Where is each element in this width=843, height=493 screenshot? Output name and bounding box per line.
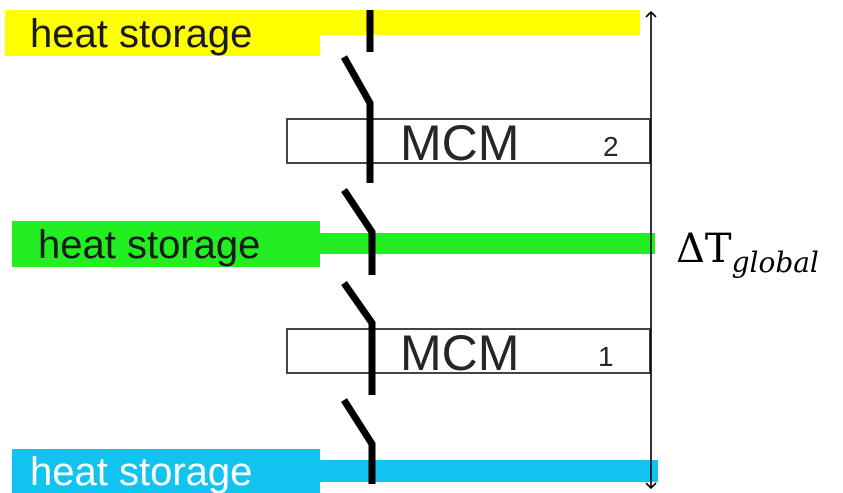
heat-storage-bottom: heat storage [12, 449, 658, 493]
mcm-module-2-label: MCM [400, 115, 519, 171]
mcm-module-1-label: MCM [400, 325, 519, 381]
delta-t-subscript: global [732, 246, 819, 279]
heat-storage-middle-label-bg [12, 221, 320, 267]
heat-storage-bottom-label: heat storage [30, 450, 252, 493]
delta-t-global-label: ΔTglobal [676, 226, 819, 279]
switch-lines [340, 10, 376, 484]
heat-storage-top: heat storage [5, 10, 640, 56]
switch-upper-open [340, 55, 374, 183]
switch-middle-open [341, 188, 376, 275]
switch-lower-open [341, 280, 376, 395]
heat-storage-bottom-label-bg [12, 449, 320, 493]
delta-t-symbol: ΔT [676, 226, 732, 272]
mcm-module-1: MCM 1 [286, 325, 651, 381]
heat-storage-middle-label: heat storage [38, 223, 260, 267]
mcm-module-2-index: 2 [603, 131, 619, 162]
switch-bottom-open [341, 398, 376, 484]
heat-storage-top-label-bg [5, 10, 320, 56]
mcm-module-1-index: 1 [598, 341, 614, 372]
heat-storage-middle-bar [320, 233, 655, 254]
mcm-module-2: MCM 2 [286, 115, 651, 171]
heat-storage-top-label: heat storage [30, 12, 252, 56]
heat-storage-bottom-bar [320, 460, 658, 482]
mcm-module-2-box [286, 118, 651, 164]
heat-storage-middle: heat storage [12, 221, 655, 267]
